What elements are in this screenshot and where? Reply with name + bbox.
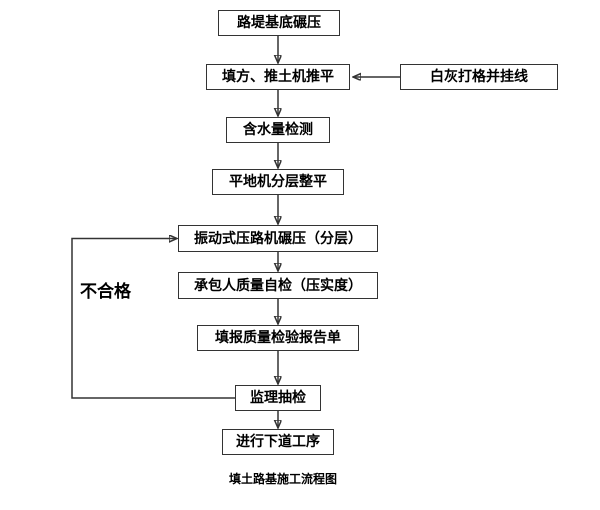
flow-node-contractor-self-inspection: 承包人质量自检（压实度） xyxy=(178,272,378,299)
arrow-fail-loop-spot-check-to-roller xyxy=(71,239,235,399)
flow-node-supervisor-spot-check: 监理抽检 xyxy=(235,385,321,411)
flow-node-moisture-content-test: 含水量检测 xyxy=(226,117,330,143)
flow-node-lime-grid-and-line: 白灰打格并挂线 xyxy=(400,64,558,90)
flow-node-grader-layer-leveling: 平地机分层整平 xyxy=(212,169,344,195)
flow-node-vibratory-roller-compaction: 振动式压路机碾压（分层） xyxy=(178,225,378,252)
flow-node-embankment-base-rolling: 路堤基底碾压 xyxy=(218,10,340,36)
flow-node-quality-report-form: 填报质量检验报告单 xyxy=(197,325,359,351)
diagram-title: 填土路基施工流程图 xyxy=(228,472,337,486)
flow-node-fill-bulldozer-leveling: 填方、推土机推平 xyxy=(206,64,350,90)
fail-edge-label: 不合格 xyxy=(80,282,131,302)
flow-node-next-process: 进行下道工序 xyxy=(222,429,334,455)
